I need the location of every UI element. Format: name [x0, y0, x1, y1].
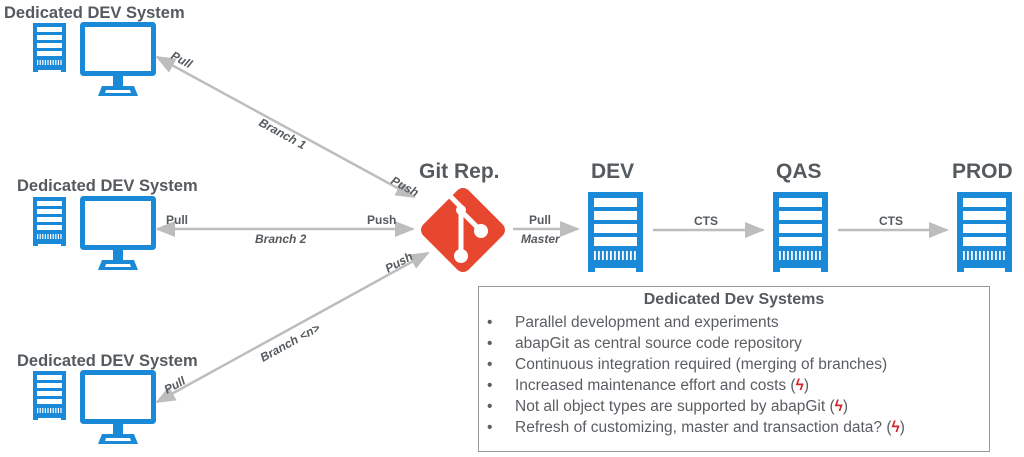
warning-icon: ϟ: [834, 398, 843, 415]
server-icon: [33, 23, 66, 72]
list-item-text: Continuous integration required (merging…: [515, 356, 888, 373]
monitor-icon: [83, 373, 154, 445]
git-repo-title: Git Rep.: [419, 160, 500, 183]
info-box-title: Dedicated Dev Systems: [643, 291, 825, 308]
list-item-suffix: ): [803, 377, 809, 394]
monitor-icon: [83, 199, 154, 271]
bullet: •: [487, 314, 493, 331]
list-item: • Increased maintenance effort and costs …: [487, 375, 989, 396]
branch-2-label: Branch 2: [255, 232, 307, 246]
branch-1-label: Branch 1: [257, 115, 309, 152]
list-item: • Parallel development and experiments: [487, 312, 989, 333]
git-to-dev-pull-label: Pull: [529, 213, 551, 227]
server-icon: [33, 197, 66, 246]
list-item-text: Refresh of customizing, master and trans…: [515, 419, 892, 436]
git-to-dev-master-label: Master: [521, 232, 561, 246]
branch-2-connector: Pull Branch 2 Push: [155, 213, 415, 246]
list-item: • abapGit as central source code reposito…: [487, 333, 989, 354]
dev-to-qas-cts-label: CTS: [694, 214, 718, 228]
info-box: Dedicated Dev Systems • Parallel developm…: [478, 286, 990, 452]
bullet: •: [487, 398, 493, 415]
git-repository: Git Rep.: [419, 160, 505, 272]
prod-system: PROD: [952, 160, 1013, 272]
info-box-list: • Parallel development and experiments • a…: [479, 312, 989, 438]
list-item-text: Parallel development and experiments: [515, 314, 779, 331]
dev-system-1-title: Dedicated DEV System: [4, 4, 185, 22]
dev-system-2: Dedicated DEV System: [17, 177, 198, 270]
branch-1-push-label: Push: [389, 173, 421, 199]
list-item: • Not all object types are supported by a…: [487, 396, 989, 417]
dev-system-3-title: Dedicated DEV System: [17, 352, 198, 370]
branch-2-pull-label: Pull: [166, 213, 188, 227]
branch-2-push-label: Push: [367, 213, 396, 227]
dev-to-qas-connector: CTS: [653, 214, 765, 238]
server-icon: [33, 371, 66, 420]
bullet: •: [487, 356, 493, 373]
prod-title: PROD: [952, 160, 1013, 183]
list-item-text: abapGit as central source code repositor…: [515, 335, 802, 352]
branch-1-arrow: [155, 55, 416, 199]
list-item: • Refresh of customizing, master and tran…: [487, 417, 989, 438]
dev-system: DEV: [588, 160, 643, 272]
qas-to-prod-connector: CTS: [838, 214, 949, 238]
branch-n-arrow: [155, 251, 430, 404]
qas-title: QAS: [776, 160, 822, 183]
list-item-text: Not all object types are supported by ab…: [515, 398, 835, 415]
monitor-icon: [83, 25, 154, 97]
list-item-text: Increased maintenance effort and costs (: [515, 377, 796, 394]
warning-icon: ϟ: [795, 377, 804, 394]
qas-server-icon: [773, 192, 828, 272]
list-item-suffix: ): [899, 419, 905, 436]
bullet: •: [487, 419, 493, 436]
branch-n-connector: Pull Branch <n> Push: [155, 249, 430, 404]
dev-system-1: Dedicated DEV System: [4, 4, 185, 96]
dev-system-2-title: Dedicated DEV System: [17, 177, 198, 195]
list-item: • Continuous integration required (mergin…: [487, 354, 989, 375]
git-to-dev-connector: Pull Master: [513, 213, 580, 246]
list-item-suffix: ): [842, 398, 849, 415]
branch-n-push-label: Push: [383, 249, 415, 275]
warning-icon: ϟ: [891, 419, 900, 436]
branch-1-pull-label: Pull: [169, 48, 196, 71]
dev-server-icon: [588, 192, 643, 272]
dev-title: DEV: [591, 160, 634, 183]
dev-system-3: Dedicated DEV System: [17, 352, 198, 444]
git-logo-icon: [421, 188, 505, 272]
qas-to-prod-cts-label: CTS: [879, 214, 903, 228]
bullet: •: [487, 377, 493, 394]
bullet: •: [487, 335, 493, 352]
qas-system: QAS: [773, 160, 828, 272]
prod-server-icon: [957, 192, 1012, 272]
